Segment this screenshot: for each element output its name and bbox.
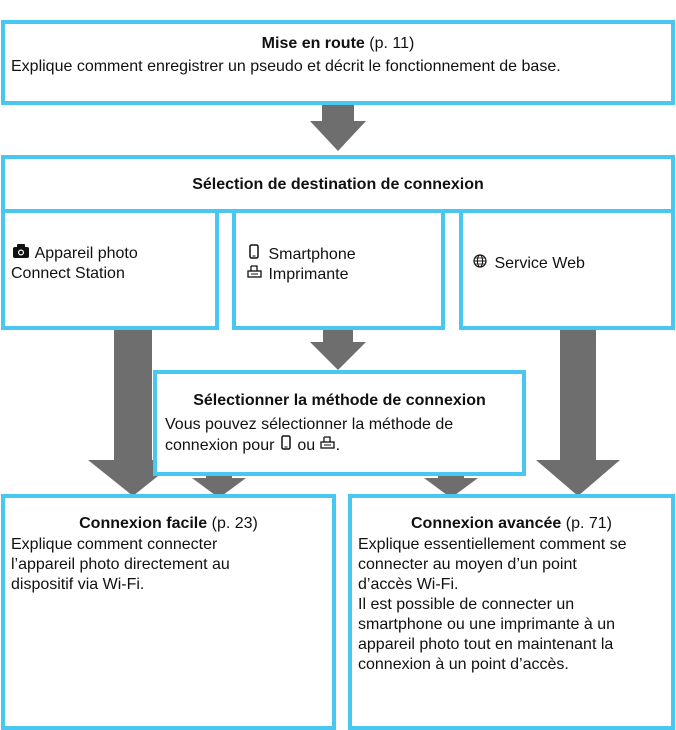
arrow-method-to-advanced (424, 474, 478, 498)
camera-option-box: Appareil photo Connect Station (1, 209, 219, 330)
camera-option-line2: Connect Station (11, 265, 125, 282)
web-service-option-line1: Service Web (470, 254, 671, 274)
smartphone-option-box: Smartphone Imprimante (232, 209, 445, 330)
easy-connection-page-ref: (p. 23) (211, 515, 258, 532)
advanced-connection-page-ref: (p. 71) (565, 515, 612, 532)
getting-started-page-ref: (p. 11) (369, 35, 415, 52)
arrow-getting-started-to-destination (310, 103, 366, 151)
destination-title: Sélection de destination de connexion (192, 176, 484, 193)
camera-icon (11, 244, 31, 264)
easy-connection-description: Explique comment connecter l’appareil ph… (11, 535, 332, 595)
method-box: Sélectionner la méthode de connexion Vou… (153, 370, 526, 476)
advanced-connection-line: d’accès Wi-Fi. (358, 576, 459, 593)
getting-started-heading: Mise en route (p. 11) (5, 34, 671, 54)
printer-icon (320, 436, 336, 456)
method-line1: Vous pouvez sélectionner la méthode de (165, 416, 454, 433)
easy-connection-box: Connexion facile (p. 23) Explique commen… (1, 494, 336, 730)
destination-box: Sélection de destination de connexion (1, 155, 675, 213)
easy-connection-line: l’appareil photo directement au (11, 556, 230, 573)
printer-icon (244, 265, 264, 285)
easy-connection-line: dispositif via Wi-Fi. (11, 576, 145, 593)
advanced-connection-line: connecter au moyen d’un point (358, 556, 577, 573)
getting-started-box: Mise en route (p. 11) Explique comment e… (1, 20, 675, 105)
smartphone-option-line2: Imprimante (244, 265, 441, 285)
advanced-connection-line: Explique essentiellement comment se (358, 536, 627, 553)
camera-option-line1: Appareil photo (11, 244, 215, 264)
advanced-connection-line: connexion à un point d’accès. (358, 656, 569, 673)
arrow-web-to-advanced (536, 326, 620, 496)
advanced-connection-heading: Connexion avancée (p. 71) (352, 514, 671, 534)
advanced-connection-box: Connexion avancée (p. 71) Explique essen… (348, 494, 675, 730)
method-line2: connexion pour ou . (165, 435, 341, 456)
globe-icon (470, 254, 490, 274)
arrow-method-to-easy (192, 474, 246, 498)
getting-started-description: Explique comment enregistrer un pseudo e… (11, 58, 561, 75)
easy-connection-heading: Connexion facile (p. 23) (5, 514, 332, 534)
web-service-option-box: Service Web (459, 209, 675, 330)
advanced-connection-line: Il est possible de connecter un (358, 596, 575, 613)
arrow-smartphone-to-method (310, 326, 366, 370)
method-title: Sélectionner la méthode de connexion (193, 392, 486, 409)
easy-connection-line: Explique comment connecter (11, 536, 218, 553)
arrow-camera-to-easy (88, 326, 178, 496)
advanced-connection-description: Explique essentiellement comment se conn… (358, 535, 671, 675)
smartphone-icon (244, 244, 264, 265)
getting-started-title: Mise en route (261, 35, 365, 52)
easy-connection-title: Connexion facile (79, 515, 208, 532)
advanced-connection-line: smartphone ou une imprimante à un (358, 616, 616, 633)
smartphone-option-line1: Smartphone (244, 244, 441, 265)
smartphone-icon (279, 435, 293, 456)
advanced-connection-line: appareil photo tout en maintenant la (358, 636, 614, 653)
advanced-connection-title: Connexion avancée (411, 515, 562, 532)
